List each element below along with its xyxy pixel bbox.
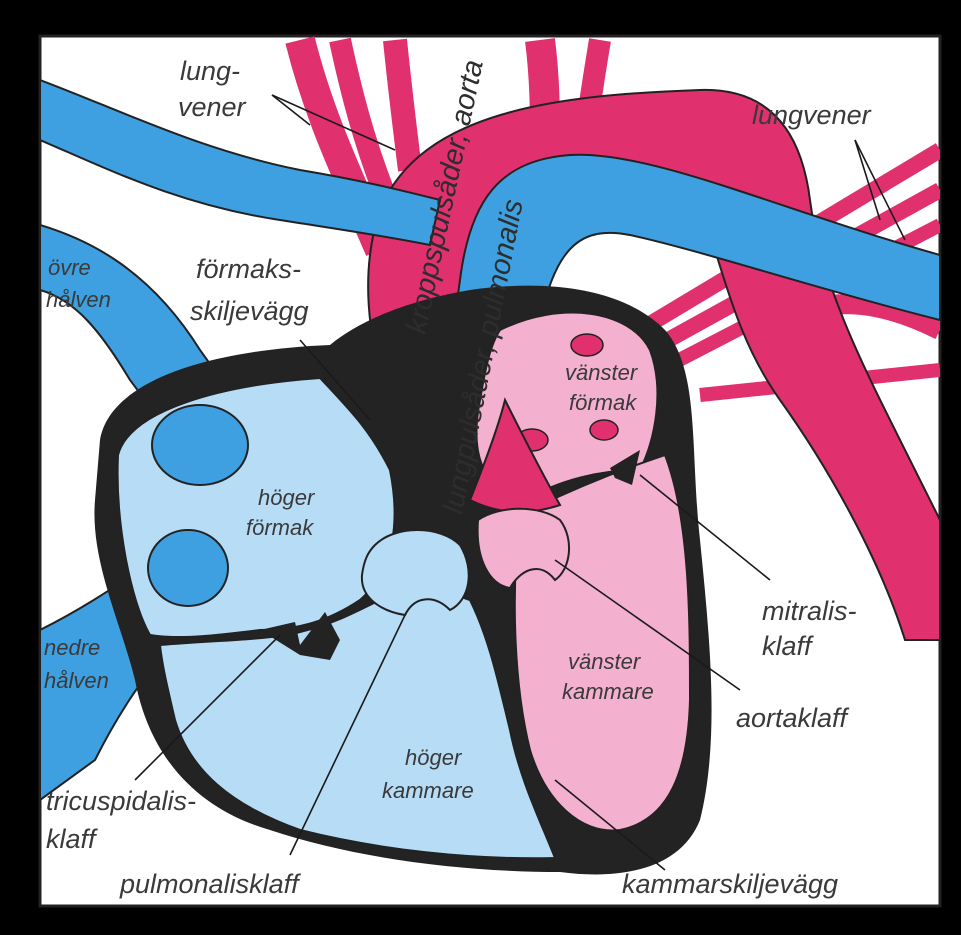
lungvener-left-label-2: vener — [178, 92, 247, 122]
right-atrium — [118, 378, 395, 637]
formaksskiljevagg-label-1: förmaks- — [196, 254, 301, 284]
lungvener-right-label: lungvener — [752, 100, 872, 130]
mitralisklaff-label-1: mitralis- — [762, 596, 857, 626]
mitralisklaff-label-2: klaff — [762, 631, 814, 661]
lungvener-left-label-1: lung- — [180, 56, 240, 86]
kammarskiljevagg-label: kammarskiljevägg — [622, 869, 838, 899]
pulmonary-vein-opening-3 — [590, 420, 618, 440]
pulmonary-valve — [362, 530, 469, 615]
pulmonalisklaff-label: pulmonalisklaff — [119, 869, 301, 899]
vanster-kammare-label-1: vänster — [568, 649, 642, 674]
formaksskiljevagg-label-2: skiljevägg — [190, 296, 309, 326]
nedre-halven-label-1: nedre — [44, 635, 100, 660]
ivc-opening — [148, 530, 228, 606]
ovre-halven-label-2: hålven — [46, 287, 111, 312]
tricuspidalisklaff-label-2: klaff — [46, 824, 98, 854]
tricuspidalisklaff-label-1: tricuspidalis- — [46, 786, 196, 816]
vanster-formak-label-2: förmak — [569, 390, 637, 415]
nedre-halven-label-2: hålven — [44, 668, 109, 693]
hoger-kammare-label-2: kammare — [382, 778, 474, 803]
pulmonary-vein-opening-1 — [571, 334, 603, 356]
svc-opening — [152, 405, 248, 485]
aortaklaff-label: aortaklaff — [736, 703, 850, 733]
hoger-formak-label-1: höger — [258, 485, 316, 510]
hoger-formak-label-2: förmak — [246, 515, 314, 540]
vanster-kammare-label-2: kammare — [562, 679, 654, 704]
hoger-kammare-label-1: höger — [405, 745, 463, 770]
vanster-formak-label-1: vänster — [565, 360, 639, 385]
ovre-halven-label-1: övre — [48, 255, 91, 280]
